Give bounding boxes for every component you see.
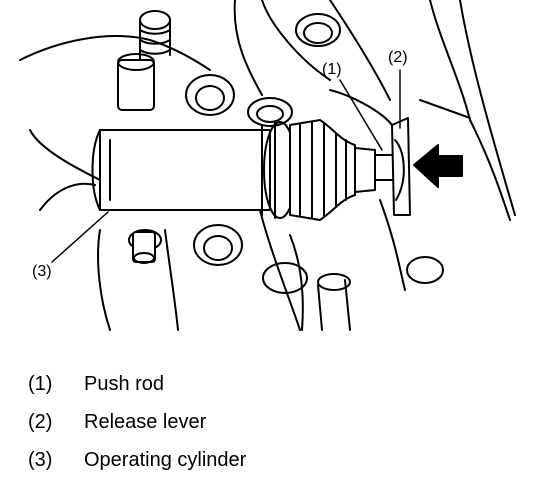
legend-text: Push rod	[84, 373, 165, 395]
callout-2-label: (2)	[388, 49, 408, 66]
callout-leader-lines	[51, 69, 401, 263]
direction-arrow	[413, 144, 463, 188]
legend-text: Release lever	[84, 411, 207, 433]
transmission-case-outline	[19, 0, 516, 331]
callout-3-label: (3)	[32, 263, 52, 280]
operating-cylinder-body	[91, 121, 297, 264]
release-lever	[329, 89, 411, 216]
callout-1-label: (1)	[322, 61, 342, 78]
technical-line-drawing	[19, 0, 516, 331]
legend-number: (2)	[28, 411, 53, 433]
dust-boot	[289, 119, 376, 221]
legend-number: (3)	[28, 449, 53, 471]
legend-item-push-rod: (1) Push rod	[28, 370, 528, 408]
mounting-bolts	[117, 10, 444, 331]
parts-legend: (1) Push rod (2) Release lever (3) Opera…	[28, 370, 528, 484]
legend-number: (1)	[28, 373, 53, 395]
legend-text: Operating cylinder	[84, 449, 247, 471]
clutch-operating-cylinder-illustration: (1) (2) (3)	[19, 0, 516, 331]
legend-item-release-lever: (2) Release lever	[28, 408, 528, 446]
legend-item-operating-cylinder: (3) Operating cylinder	[28, 446, 528, 484]
